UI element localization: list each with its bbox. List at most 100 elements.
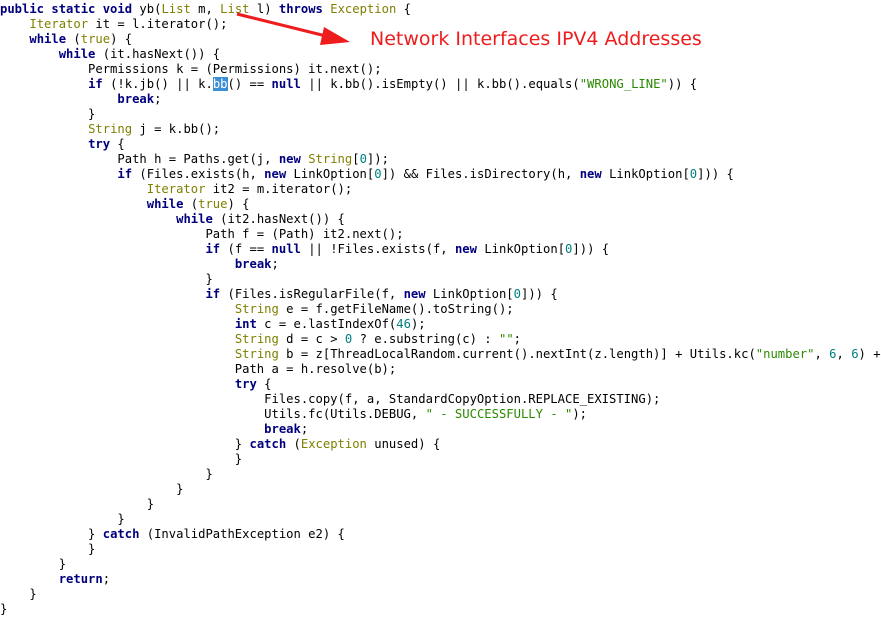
code-token: } [0,497,155,511]
code-token: throws [278,2,323,16]
code-token: { [396,2,411,16]
code-token: } [0,602,8,616]
code-token: LinkOption[ [476,242,566,256]
code-token: break [234,257,272,271]
code-token: Iterator [146,182,206,196]
code-token: } [0,467,213,481]
code-token: (InvalidPathException e2) { [139,527,345,541]
code-token [0,47,59,61]
code-token: break [264,422,301,436]
code-token: try [88,137,111,151]
code-token: ? e.substring(c) : [352,332,499,346]
code-line: } catch (Exception unused) { [0,437,881,452]
code-token: if [205,242,221,256]
code-token: String [308,152,353,166]
annotation-label: Network Interfaces IPV4 Addresses [370,28,702,50]
code-token: 0 [513,287,521,301]
code-token: ( [286,437,301,451]
code-token: 46 [396,317,411,331]
code-token: while [176,212,213,226]
code-token [0,302,235,316]
code-line: break; [0,92,881,107]
code-token: Permissions k = (Permissions) it.next(); [0,62,382,76]
code-token: b = z[ThreadLocalRandom.current().nextIn… [278,347,756,361]
code-line: while (true) { [0,32,881,47]
code-token: 0 [689,167,698,181]
code-token [0,167,117,181]
code-token: } [0,437,250,451]
code-token [0,182,147,196]
code-token: Exception [330,2,397,16]
code-line: Iterator it2 = m.iterator(); [0,182,881,197]
code-line: Path h = Paths.get(j, new String[0]); [0,152,881,167]
code-token: 6 [851,347,859,361]
code-line: } [0,602,881,617]
code-line: public static void yb(List m, List l) th… [0,2,881,17]
code-line: try { [0,137,881,152]
code-token: return [58,572,103,586]
code-token: ) + d; [858,347,881,361]
code-token: j = k.bb(); [132,122,221,136]
code-token: new [579,167,602,181]
code-token: 0 [359,152,367,166]
code-line: Utils.fc(Utils.DEBUG, " - SUCCESSFULLY -… [0,407,881,422]
code-token [0,257,235,271]
code-token: if [117,167,133,181]
code-line: int c = e.lastIndexOf(46); [0,317,881,332]
code-token: Path f = (Path) it2.next(); [0,227,404,241]
code-line: } [0,542,881,557]
code-line: } [0,467,881,482]
code-line: } [0,452,881,467]
code-token: List [161,2,191,16]
code-line: Iterator it = l.iterator(); [0,17,881,32]
code-token: while [58,47,96,61]
code-token: } [0,557,67,571]
code-token: it = l.iterator(); [88,17,228,31]
code-line: break; [0,422,881,437]
code-token: 6 [829,347,837,361]
code-token: ; [513,332,522,346]
code-token: ) { [110,32,133,46]
code-token [0,212,176,226]
code-token: { [256,377,272,391]
code-token: ])) { [521,287,558,301]
code-token: || !Files.exists(f, [300,242,455,256]
code-line: } catch (InvalidPathException e2) { [0,527,881,542]
code-token [0,92,117,106]
code-line: Path f = (Path) it2.next(); [0,227,881,242]
code-line: try { [0,377,881,392]
code-token: c = e.lastIndexOf( [256,317,397,331]
selected-token: bb [212,77,228,91]
code-line: } [0,107,881,122]
code-token: } [0,482,184,496]
code-token: new [403,287,426,301]
code-token: (!k.jb() || k. [102,77,213,91]
code-line: } [0,272,881,287]
code-token: String [234,347,279,361]
code-token: l) [249,2,279,16]
code-token: } [0,587,37,601]
code-token: (it2.hasNext()) { [212,212,345,226]
code-token: Path h = Paths.get(j, [0,152,279,166]
code-line: } [0,512,881,527]
code-token: Exception [300,437,367,451]
code-token: { [110,137,125,151]
code-token: yb( [139,2,162,16]
code-token: , [814,347,830,361]
code-token: new [278,152,301,166]
code-token [0,377,235,391]
code-token: } [0,512,125,526]
code-token [0,77,88,91]
code-line: Path a = h.resolve(b); [0,362,881,377]
code-token: unused) { [366,437,441,451]
code-line: Files.copy(f, a, StandardCopyOption.REPL… [0,392,881,407]
code-token: try [234,377,257,391]
code-token: ; [154,92,162,106]
code-token: ; [102,572,111,586]
code-token: List [220,2,250,16]
code-token: int [234,317,257,331]
code-line: return; [0,572,881,587]
code-token: null [271,77,301,91]
code-token: String [88,122,133,136]
